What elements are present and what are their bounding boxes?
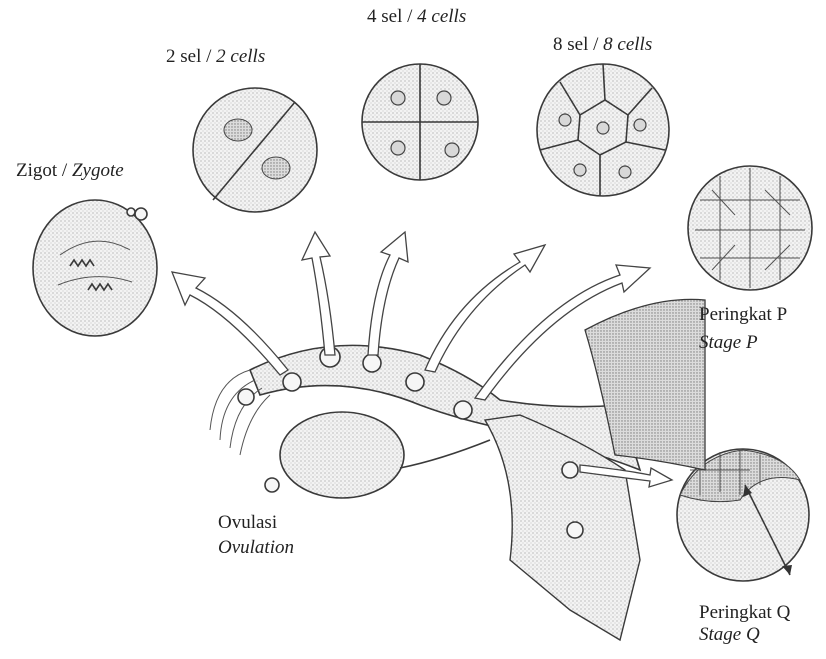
label-eight-cells-english: 8 cells xyxy=(603,34,652,55)
label-stage-q-malay: Peringkat Q xyxy=(699,602,790,624)
arrow-to-two-cells xyxy=(302,232,335,355)
eight-cell-embryo xyxy=(537,64,669,196)
label-four-cells: 4 sel / 4 cells xyxy=(367,6,466,28)
label-zygote-malay: Zigot xyxy=(16,160,57,181)
label-two-cells-malay: 2 sel xyxy=(166,46,201,67)
label-stage-p: Peringkat P Stage P xyxy=(699,304,787,354)
label-two-cells: 2 sel / 2 cells xyxy=(166,46,265,68)
label-stage-p-english: Stage P xyxy=(699,332,787,354)
zygote-cell xyxy=(33,200,157,336)
stage-p-morula xyxy=(688,166,812,290)
four-cell-embryo xyxy=(362,64,478,180)
label-ovulation-english: Ovulation xyxy=(218,537,294,559)
label-eight-cells-malay: 8 sel xyxy=(553,34,588,55)
arrow-to-zygote xyxy=(172,272,288,375)
label-four-cells-sep: / xyxy=(402,6,417,27)
label-zygote-sep: / xyxy=(57,160,72,181)
label-zygote-english: Zygote xyxy=(72,160,124,181)
label-eight-cells-sep: / xyxy=(588,34,603,55)
label-four-cells-malay: 4 sel xyxy=(367,6,402,27)
label-ovulation-malay: Ovulasi xyxy=(218,512,294,534)
arrow-to-four-cells xyxy=(368,232,408,355)
label-stage-q-english: Stage Q xyxy=(699,624,790,646)
label-two-cells-english: 2 cells xyxy=(216,46,265,67)
label-four-cells-english: 4 cells xyxy=(417,6,466,27)
arrow-to-eight-cells xyxy=(425,245,545,372)
label-two-cells-sep: / xyxy=(201,46,216,67)
label-zygote: Zigot / Zygote xyxy=(16,160,124,182)
two-cell-embryo xyxy=(193,88,317,212)
label-stage-p-malay: Peringkat P xyxy=(699,304,787,326)
label-ovulation: Ovulasi Ovulation xyxy=(218,512,294,559)
label-stage-q: Peringkat Q Stage Q xyxy=(699,602,790,646)
label-eight-cells: 8 sel / 8 cells xyxy=(553,34,652,56)
reproductive-tract xyxy=(210,299,705,640)
